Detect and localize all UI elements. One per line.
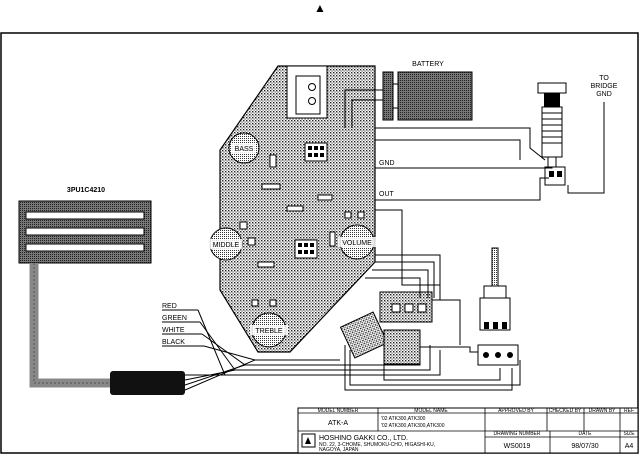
gnd-wire [375,167,553,169]
middle-pot: MIDDLE [208,227,243,261]
size-header: SIZE [623,431,635,437]
bridge-ground-wire [567,102,605,194]
pickup [18,200,152,264]
treble-pot-label: TREBLE [255,328,283,335]
selector-switch [339,291,433,365]
ic-chip-center [294,239,318,259]
pickup-model-label: 3PU1C4210 [67,187,105,194]
drawing-number-header: DRAWING NUMBER [493,431,540,437]
model-number-header: MODEL NUMBER [318,408,359,414]
switch-wiring [344,254,521,391]
svg-text:TO: TO [599,75,609,82]
drawing-number: WS0019 [504,443,531,450]
treble-pot: TREBLE [250,312,288,348]
date-value: 98/07/30 [571,443,598,450]
wire-label-white: WHITE [162,327,185,334]
model-name-header: MODEL NAME [414,408,448,414]
model-name-line-2: '02 ATK300,ATK300,ATK300 [381,423,445,429]
model-name-line-1: '02 ATK300,ATK300 [381,416,426,422]
wire-label-green: GREEN [162,315,187,322]
volume-pot-label: VOLUME [342,240,372,247]
to-bridge-gnd-label: TO BRIDGE GND [591,75,618,98]
title-block: MODEL NUMBER ATK-A MODEL NAME '02 ATK300… [297,407,639,454]
company-address-1: NO. 22, 3-CHOME, SHUMOKU-CHO, HIGASHI-KU… [319,442,435,448]
model-number: ATK-A [328,420,348,427]
approved-by-header: APPROVED BY [498,408,535,414]
svg-text:GND: GND [596,91,612,98]
gnd-label: GND [379,160,395,167]
battery: BATTERY [382,61,473,121]
pickup-cable [29,263,115,388]
middle-pot-label: MIDDLE [213,242,240,249]
volume-pot: VOLUME [338,224,376,260]
bass-pot-label: BASS [235,146,254,153]
size-value: A4 [625,443,634,450]
bass-pot: BASS [228,132,260,164]
battery-label: BATTERY [412,61,444,68]
ic-chip-top [304,142,328,162]
ref-header: REF [624,408,634,414]
preamp-circuit-board [219,65,376,353]
orientation-marker: ▲ [314,1,326,15]
wire-label-red: RED [162,303,177,310]
output-jack [537,82,567,186]
wire-label-black: BLACK [162,339,185,346]
cable-sleeve [110,371,185,395]
toggle-switch [477,247,519,366]
checked-by-header: CHECKED BY [549,408,582,414]
battery-jack-wire [375,127,546,161]
out-wire [375,177,549,201]
drawn-by-header: DRAWN BY [589,408,616,414]
svg-text:BRIDGE: BRIDGE [591,83,618,90]
wire-color-labels: RED GREEN WHITE BLACK [162,303,204,347]
date-header: DATE [579,431,593,437]
out-label: OUT [379,191,395,198]
company-name: HOSHINO GAKKI CO., LTD. [319,435,408,442]
company-address-2: NAGOYA, JAPAN [319,447,359,453]
